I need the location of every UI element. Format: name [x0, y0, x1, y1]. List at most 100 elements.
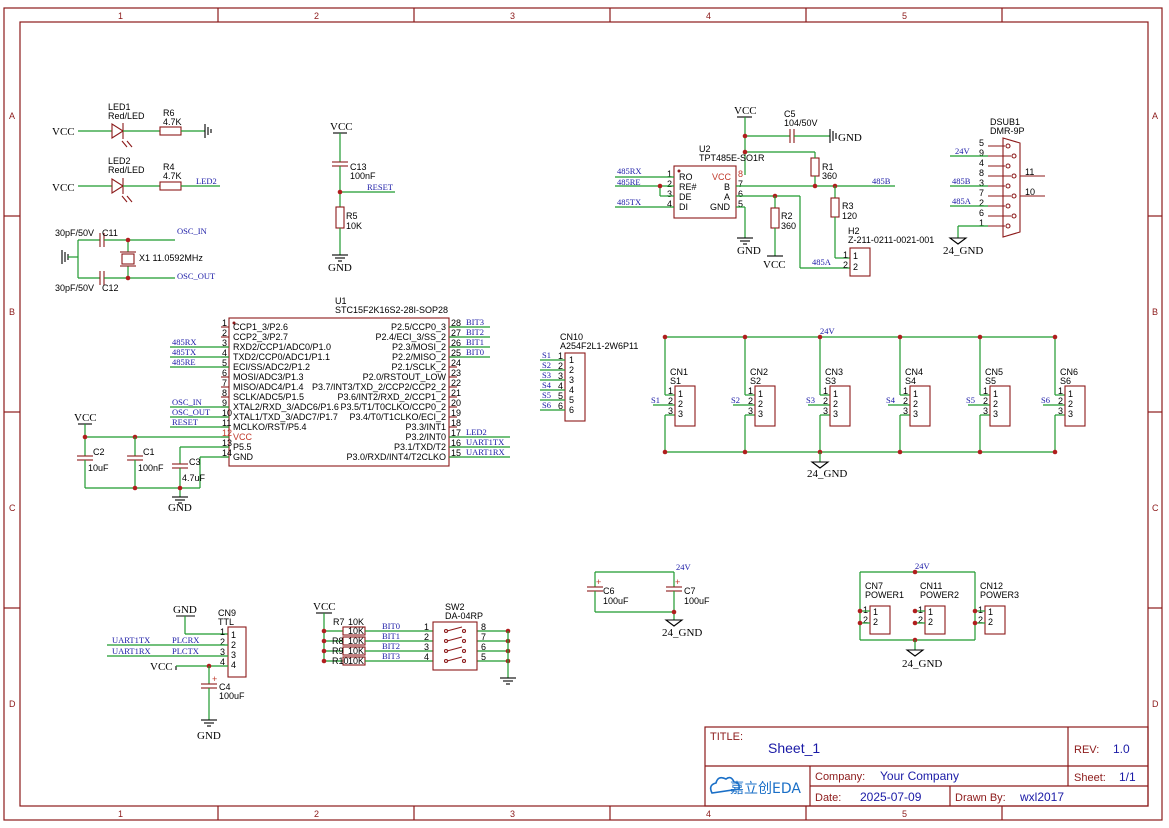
net-reset: RESET — [172, 417, 199, 427]
c4-ref: C4 — [219, 682, 231, 692]
sensor-pin-num: 3 — [983, 406, 988, 416]
vcc-label: VCC — [52, 182, 75, 194]
u1-pin-num-right: 19 — [451, 408, 461, 418]
u1-pin-num-right: 28 — [451, 318, 461, 328]
company-label: Company: — [815, 771, 865, 783]
u1-pin-num-right: 21 — [451, 388, 461, 398]
sensor-pin-num: 2 — [823, 396, 828, 406]
cn10-pin-num: 6 — [558, 401, 563, 411]
sensor-pin: 1 — [1068, 389, 1073, 399]
sensor-pin-num: 2 — [1058, 396, 1063, 406]
cn9-value: TTL — [218, 617, 234, 627]
u2-pin-num: 3 — [667, 189, 672, 199]
cloud-logo-icon — [709, 776, 740, 794]
sensor-pin: 2 — [758, 399, 763, 409]
svg-text:+: + — [596, 577, 601, 587]
power-pin: 1 — [873, 607, 878, 617]
dsub-pin: 2 — [979, 198, 984, 208]
cn10-pin-num: 2 — [558, 361, 563, 371]
dsub-pin: 4 — [979, 158, 984, 168]
cn9-pin: 3 — [231, 650, 236, 660]
net-24v: 24V — [676, 562, 692, 572]
dsub-ref: DSUB1 — [990, 117, 1020, 127]
led-section: VCC LED1 Red/LED R6 4.7K VCC LED2 Red/LE… — [52, 102, 220, 203]
u1-pin-num-right: 23 — [451, 368, 461, 378]
net-24v: 24V — [820, 326, 836, 336]
drawn-by-value: wxl2017 — [1019, 790, 1064, 804]
resistor-value: 10K — [348, 636, 364, 646]
h2-value: Z-211-0211-0021-001 — [848, 235, 934, 245]
u1-pin-num-left: 14 — [222, 448, 232, 458]
sensor-pin: 2 — [1068, 399, 1073, 409]
power-ref: CN12 — [980, 581, 1003, 591]
cn10-net: S3 — [542, 370, 551, 380]
sensor-pin: 1 — [833, 389, 838, 399]
cn9-pin: 1 — [231, 630, 236, 640]
cn9-pin-num: 2 — [220, 637, 225, 647]
r6-ref: R6 — [163, 108, 175, 118]
u2-pin-num: 8 — [738, 169, 743, 179]
net-24v: 24V — [915, 561, 931, 571]
vcc-label: VCC — [763, 259, 786, 271]
power-pin-num: 1 — [863, 605, 868, 615]
gnd-label: 24_GND — [807, 468, 847, 480]
u1-pin-num-right: 26 — [451, 338, 461, 348]
r7-ref: R7 — [333, 617, 345, 627]
net-bit2: BIT2 — [466, 327, 484, 337]
sensor-pin: 3 — [678, 409, 683, 419]
resistor-ref: R9 — [332, 646, 344, 656]
sensor-pin: 1 — [758, 389, 763, 399]
u2-pin-num: 5 — [738, 199, 743, 209]
row-label-right: B — [1152, 307, 1158, 317]
sensor-pin: 1 — [678, 389, 683, 399]
u1-pin-num-left: 7 — [222, 378, 227, 388]
sw2-ref: SW2 — [445, 602, 465, 612]
h2-ref: H2 — [848, 226, 860, 236]
sheet-frame — [3, 7, 1163, 821]
cn10-net: S2 — [542, 360, 551, 370]
dsub-pin: 9 — [979, 148, 984, 158]
dsub-connector: DSUB1 DMR-9P 11 10 5 9 4 8 3 7 2 6 1 24V… — [943, 117, 1045, 257]
net-bit3: BIT3 — [466, 317, 484, 327]
u1-ref: U1 — [335, 296, 347, 306]
sensor-pin-num: 1 — [1058, 386, 1063, 396]
r2-ref: R2 — [781, 211, 793, 221]
eda-logo-text: 嘉立创EDA — [730, 781, 801, 797]
u1-pin-name-left: XTAL2/RXD_3/ADC6/P1.6 — [233, 402, 339, 412]
power-ref: CN11 — [920, 581, 942, 591]
net-485b: 485B — [872, 176, 891, 186]
h2-pin-num: 1 — [843, 250, 848, 260]
net-485a: 485A — [812, 257, 832, 267]
c11-ref: C11 — [102, 228, 118, 238]
u1-pin-num-right: 25 — [451, 348, 461, 358]
u2-pin-name: B — [724, 182, 730, 192]
dsub-pin: 6 — [979, 208, 984, 218]
u2-pin-name: RE# — [679, 182, 697, 192]
osc-in-net: OSC_IN — [177, 226, 207, 236]
sensor-pin-num: 3 — [903, 406, 908, 416]
c6-ref: C6 — [603, 586, 615, 596]
cn9-pin-num: 3 — [220, 647, 225, 657]
col-label-top: 4 — [706, 11, 711, 21]
power-pin: 1 — [988, 607, 993, 617]
c13-value: 100nF — [350, 171, 376, 181]
u1-pin-name-right: P2.0/RSTOUT_LOW — [363, 372, 447, 382]
sensor-pin-num: 2 — [983, 396, 988, 406]
c12-value: 30pF/50V — [55, 283, 94, 293]
dip-pin-num: 5 — [481, 652, 486, 662]
u1-pin-name-right: P3.5/T1/T0CLKO/CCP0_2 — [340, 402, 446, 412]
u1-pin-num-left: 4 — [222, 348, 227, 358]
dip-pin-num: 7 — [481, 632, 486, 642]
resistor-value: 10K — [348, 646, 364, 656]
sensor-pin-num: 2 — [903, 396, 908, 406]
u1-value: STC15F2K16S2-28I-SOP28 — [335, 305, 448, 315]
vcc-label: VCC — [330, 121, 353, 133]
sensor-pin: 2 — [678, 399, 683, 409]
u1-pin-name-right: P2.2/MISO_2 — [392, 352, 446, 362]
u1-pin-num-left: 8 — [222, 388, 227, 398]
sensor-pin-num: 1 — [668, 386, 673, 396]
sensor-sub: S5 — [985, 376, 996, 386]
row-label-left: C — [9, 503, 16, 513]
u2-pin-name: A — [724, 192, 730, 202]
